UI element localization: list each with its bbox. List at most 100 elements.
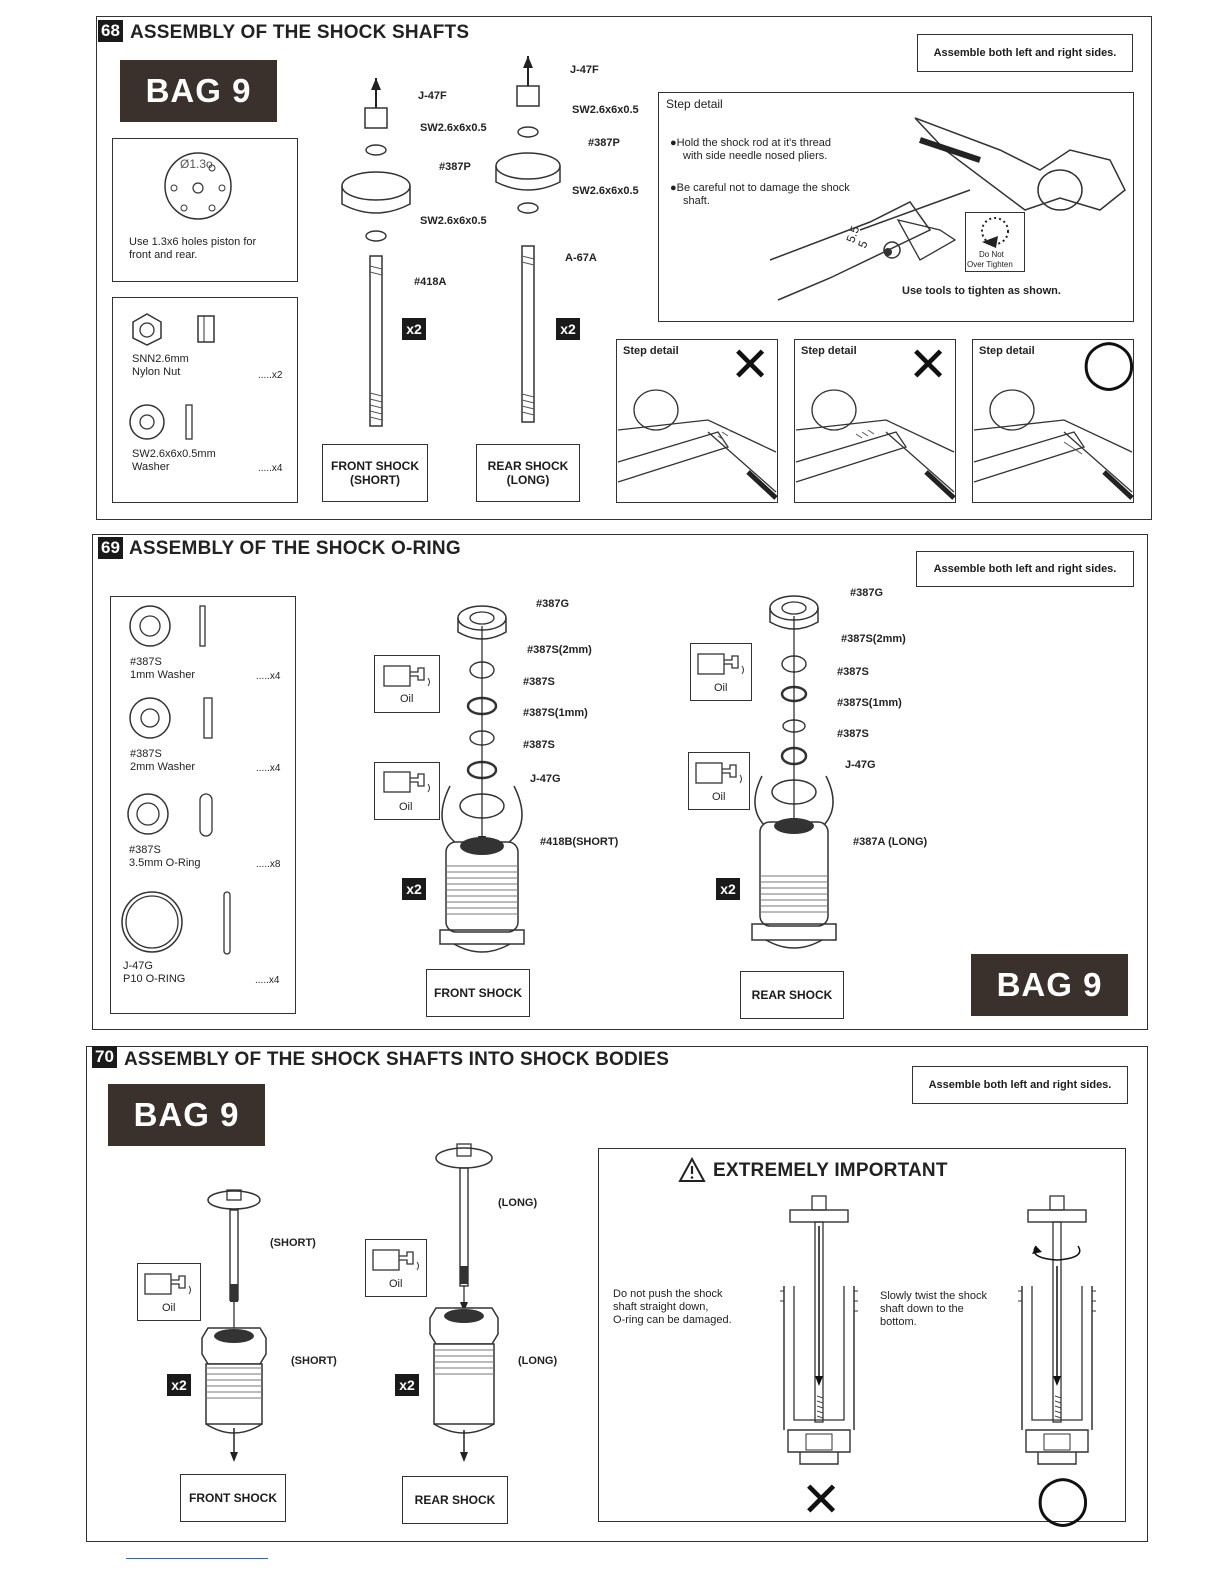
shock-cutaway-correct-drawing xyxy=(1018,1195,1096,1465)
correct-mark-icon: ◯ xyxy=(1036,1473,1090,1526)
part-name: #387S xyxy=(130,656,162,668)
part-label: #387S(1mm) xyxy=(523,707,588,719)
important-text: bottom. xyxy=(880,1316,917,1328)
part-label: #387S xyxy=(837,728,869,740)
step-title: ASSEMBLY OF THE SHOCK O-RING xyxy=(129,538,461,559)
oil-label: Oil xyxy=(712,791,726,803)
part-label: #387S xyxy=(523,676,555,688)
important-text: shaft down to the xyxy=(880,1303,964,1315)
shaft-length-label: (LONG) xyxy=(498,1197,538,1209)
part-qty: .....x4 xyxy=(255,975,280,986)
o-ring-icon xyxy=(127,793,213,837)
front-shock-caption: FRONT SHOCK (SHORT) xyxy=(322,444,428,502)
step-number: 68 xyxy=(98,20,123,42)
part-label: #387P xyxy=(439,161,471,173)
pliers-detail-drawing xyxy=(973,389,1134,500)
piston-icon xyxy=(164,152,232,220)
wrong-mark-icon: ✕ xyxy=(730,339,771,392)
part-name: SNN2.6mm xyxy=(132,353,189,365)
oil-bottle-box xyxy=(688,752,750,810)
oil-label: Oil xyxy=(162,1302,176,1314)
oil-bottle-icon xyxy=(372,1249,419,1271)
assemble-note: Assemble both left and right sides. xyxy=(917,34,1133,72)
caption-line: REAR SHOCK xyxy=(487,459,569,473)
piston-hole-label: Ø1.3o xyxy=(180,157,213,171)
panel-title: Step detail xyxy=(623,345,679,357)
o-ring-icon xyxy=(121,891,231,955)
wrong-mark-icon: ✕ xyxy=(908,339,949,392)
step-number: 70 xyxy=(92,1046,117,1068)
quantity-badge: x2 xyxy=(395,1374,419,1396)
bag-label: BAG 9 xyxy=(120,60,277,122)
oil-label: Oil xyxy=(714,682,728,694)
oil-bottle-icon xyxy=(383,771,430,793)
parts-box xyxy=(112,297,298,503)
part-label: SW2.6x6x0.5 xyxy=(572,185,639,197)
body-length-label: (LONG) xyxy=(518,1355,558,1367)
oil-bottle-box xyxy=(365,1239,427,1297)
rear-shock-caption: REAR SHOCK xyxy=(740,971,844,1019)
shock-cutaway-wrong-drawing xyxy=(780,1195,858,1465)
part-name: #387S xyxy=(130,748,162,760)
pliers-and-wrench-drawing xyxy=(769,117,1126,301)
part-name: J-47G xyxy=(123,960,153,972)
front-shock-oring-drawing xyxy=(439,605,525,953)
part-name: #387S xyxy=(129,844,161,856)
oil-bottle-icon xyxy=(697,653,744,675)
oil-bottle-icon xyxy=(144,1273,191,1295)
warning-icon xyxy=(678,1156,706,1182)
step-detail-title: Step detail xyxy=(666,97,723,111)
part-label: SW2.6x6x0.5 xyxy=(572,104,639,116)
panel-title: Step detail xyxy=(979,345,1035,357)
rear-shock-body-drawing xyxy=(429,1143,499,1462)
correct-mark-icon: ◯ xyxy=(1082,337,1136,390)
important-text: shaft straight down, xyxy=(613,1301,709,1313)
step-69-section xyxy=(92,534,1148,1030)
part-desc: P10 O-RING xyxy=(123,973,186,985)
step-70-section xyxy=(86,1046,1148,1542)
part-qty: .....x4 xyxy=(258,463,283,474)
step-detail-text: ●Be careful not to damage the shock xyxy=(670,182,850,194)
oil-label: Oil xyxy=(400,693,414,705)
quantity-badge: x2 xyxy=(556,318,580,340)
step-detail-text: with side needle nosed pliers. xyxy=(683,150,828,162)
bag-label: BAG 9 xyxy=(108,1084,265,1146)
part-qty: .....x2 xyxy=(258,370,283,381)
front-shock-shaft-drawing xyxy=(341,78,411,427)
piston-note-box xyxy=(112,138,298,282)
part-desc: Nylon Nut xyxy=(132,366,181,378)
part-label: SW2.6x6x0.5 xyxy=(420,122,487,134)
part-desc: 2mm Washer xyxy=(130,761,195,773)
part-qty: .....x4 xyxy=(256,763,281,774)
part-label: #387G xyxy=(536,598,570,610)
step-detail-text: ●Hold the shock rod at it's thread xyxy=(670,137,831,149)
important-title: EXTREMELY IMPORTANT xyxy=(713,1160,948,1181)
quantity-badge: x2 xyxy=(402,878,426,900)
caption-line: (SHORT) xyxy=(350,473,400,487)
rear-shock-oring-drawing xyxy=(751,595,837,949)
part-label: J-47G xyxy=(530,773,561,785)
part-label: #418B(SHORT) xyxy=(540,836,619,848)
part-name: SW2.6x6x0.5mm xyxy=(132,448,216,460)
washer-icon xyxy=(129,697,213,739)
important-text: O-ring can be damaged. xyxy=(613,1314,732,1326)
part-desc: 3.5mm O-Ring xyxy=(129,857,201,869)
panel-title: Step detail xyxy=(801,345,857,357)
part-label: #387S xyxy=(523,739,555,751)
part-label: J-47F xyxy=(418,90,447,102)
step-detail-box xyxy=(658,92,1134,322)
oil-label: Oil xyxy=(389,1278,403,1290)
part-qty: .....x4 xyxy=(256,671,281,682)
pliers-detail-drawing xyxy=(617,389,778,500)
nylon-nut-icon xyxy=(132,313,215,346)
assemble-note: Assemble both left and right sides. xyxy=(912,1066,1128,1104)
page-footer-line xyxy=(126,1558,268,1559)
oil-bottle-icon xyxy=(383,665,430,687)
do-not-overtighten-text: Over Tighten xyxy=(967,260,1013,269)
rear-shock-shaft-drawing xyxy=(495,56,561,423)
pliers-detail-drawing xyxy=(795,389,956,500)
wrong-mark-icon: ✕ xyxy=(801,1474,842,1527)
part-label: #387A (LONG) xyxy=(853,836,928,848)
part-label: #387S(2mm) xyxy=(841,633,906,645)
part-label: #387P xyxy=(588,137,620,149)
